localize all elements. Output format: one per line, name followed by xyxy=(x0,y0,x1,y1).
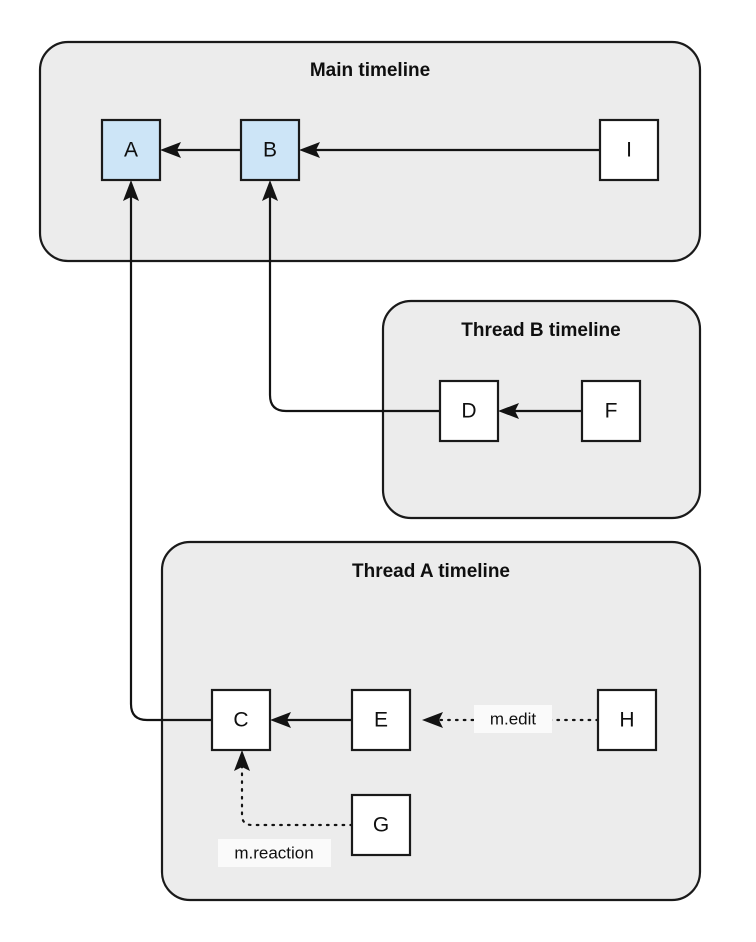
group-thread-b-timeline-title: Thread B timeline xyxy=(461,320,620,341)
node-d-rect xyxy=(438,379,500,443)
node-a-rect xyxy=(100,118,162,182)
edge-h-to-e xyxy=(422,712,600,728)
node-d-label: D xyxy=(461,400,476,423)
edge-label-m-edit: m.edit xyxy=(474,705,552,733)
node-f-label: F xyxy=(605,400,618,423)
edge-b-to-a xyxy=(160,142,241,158)
edge-d-to-b-line xyxy=(268,192,440,413)
group-main-timeline-rect xyxy=(38,40,702,263)
edge-i-to-b-arrowhead xyxy=(299,142,320,158)
edge-c-to-a xyxy=(123,180,212,722)
node-i[interactable]: I xyxy=(598,118,660,182)
edge-g-to-c-line xyxy=(240,760,354,827)
edge-h-to-e-arrowhead xyxy=(422,712,443,728)
edge-f-to-d-arrowhead xyxy=(498,403,519,419)
edge-label-m-reaction: m.reaction xyxy=(218,839,331,867)
node-i-rect xyxy=(598,118,660,182)
group-main-timeline[interactable]: Main timeline xyxy=(38,40,702,263)
node-g-label: G xyxy=(373,814,389,837)
edge-b-to-a-arrowhead xyxy=(160,142,181,158)
edge-c-to-a-arrowhead xyxy=(123,180,139,201)
edge-g-to-c xyxy=(234,750,354,827)
edge-d-to-b xyxy=(262,180,440,413)
node-h[interactable]: H xyxy=(596,688,658,752)
node-g[interactable]: G xyxy=(350,793,412,857)
node-b-rect xyxy=(239,118,301,182)
node-b-label: B xyxy=(263,139,277,162)
node-d[interactable]: D xyxy=(438,379,500,443)
edge-e-to-c xyxy=(270,712,352,728)
edge-e-to-c-arrowhead xyxy=(270,712,291,728)
node-c[interactable]: C xyxy=(210,688,272,752)
group-main-timeline-title: Main timeline xyxy=(310,60,430,81)
node-f-rect xyxy=(580,379,642,443)
node-b[interactable]: B xyxy=(239,118,301,182)
edge-label-m-edit-bg xyxy=(474,705,552,733)
node-a[interactable]: A xyxy=(100,118,162,182)
node-c-rect xyxy=(210,688,272,752)
node-h-rect xyxy=(596,688,658,752)
group-thread-a-timeline-title: Thread A timeline xyxy=(352,561,510,582)
node-a-label: A xyxy=(124,139,138,162)
edge-label-m-reaction-bg xyxy=(218,839,331,867)
edge-f-to-d xyxy=(498,403,582,419)
node-h-label: H xyxy=(619,709,634,732)
node-c-label: C xyxy=(233,709,248,732)
node-e-rect xyxy=(350,688,412,752)
node-f[interactable]: F xyxy=(580,379,642,443)
node-e[interactable]: E xyxy=(350,688,412,752)
edge-d-to-b-arrowhead xyxy=(262,180,278,201)
edge-i-to-b xyxy=(299,142,600,158)
edge-g-to-c-arrowhead xyxy=(234,750,250,771)
edge-label-m-reaction-text: m.reaction xyxy=(234,843,313,862)
edge-c-to-a-line xyxy=(129,192,212,722)
node-e-label: E xyxy=(374,709,388,732)
group-thread-b-timeline-rect xyxy=(381,299,702,520)
group-thread-b-timeline[interactable]: Thread B timeline xyxy=(381,299,702,520)
edge-label-m-edit-text: m.edit xyxy=(490,709,537,728)
node-i-label: I xyxy=(626,139,632,162)
node-g-rect xyxy=(350,793,412,857)
